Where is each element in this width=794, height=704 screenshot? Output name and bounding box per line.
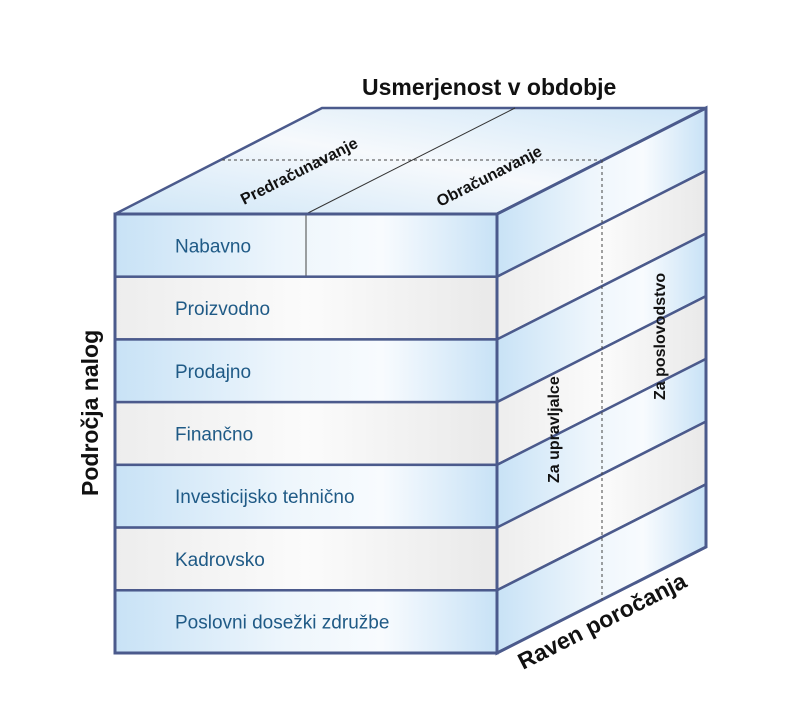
- side-column-label-za-poslovodstvo: Za poslovodstvo: [652, 273, 669, 400]
- row-label: Nabavno: [175, 236, 251, 257]
- front-row-band: [113, 400, 499, 467]
- front-row-band: [113, 338, 499, 404]
- row-label: Investicijsko tehnično: [175, 487, 355, 508]
- top-axis-title: Usmerjenost v obdobje: [362, 74, 616, 100]
- front-row-band: [113, 463, 499, 529]
- row-label: Poslovni dosežki združbe: [175, 613, 389, 634]
- front-row-band: [113, 589, 499, 655]
- front-row-band: [113, 526, 499, 592]
- left-axis-title: Področja nalog: [77, 330, 103, 496]
- row-label: Finančno: [175, 425, 253, 446]
- row-label: Proizvodno: [175, 299, 270, 320]
- side-column-label-za-upravljalce: Za upravljalce: [546, 376, 563, 483]
- row-label: Kadrovsko: [175, 550, 265, 571]
- cube-front-face: NabavnoProizvodnoProdajnoFinančnoInvesti…: [113, 212, 499, 655]
- top-divider-line: [305, 107, 516, 215]
- row-label: Prodajno: [175, 362, 251, 383]
- cube-right-face: [495, 105, 708, 656]
- front-row-band: [113, 275, 499, 341]
- front-face-frame: [113, 212, 499, 655]
